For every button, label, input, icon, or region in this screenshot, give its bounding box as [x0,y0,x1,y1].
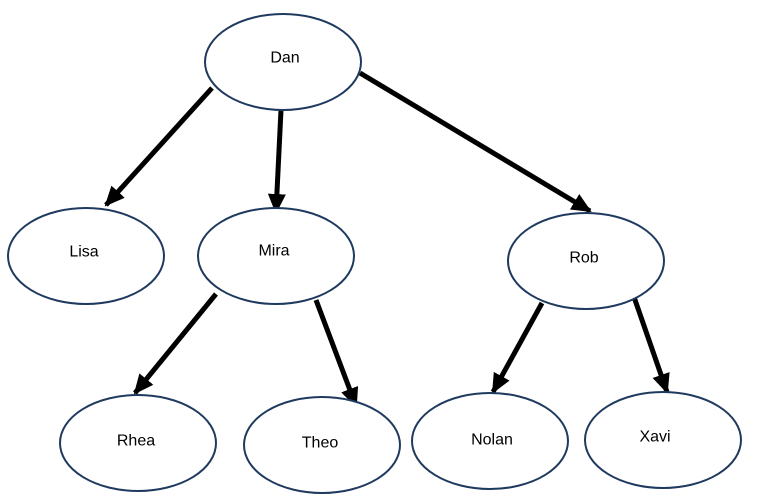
node-rhea: Rhea [59,394,217,492]
node-dan-label: Dan [270,50,299,67]
edge-rob-nolan [490,301,545,394]
edge-mira-theo [313,299,359,408]
node-mira-label: Mira [258,243,289,260]
edge-mira-rhea [133,292,218,395]
node-lisa: Lisa [7,207,165,305]
node-xavi: Xavi [584,391,742,489]
node-rob: Rob [507,212,665,310]
edge-dan-rob [358,70,592,214]
node-nolan-shape [411,392,569,490]
node-rhea-shape [59,394,217,492]
node-lisa-label: Lisa [69,244,98,261]
edge-dan-lisa [104,86,214,207]
node-rob-label: Rob [569,250,598,267]
node-theo: Theo [243,396,401,494]
node-mira: Mira [197,207,355,305]
node-nolan: Nolan [411,392,569,490]
node-xavi-shape [584,391,742,489]
node-mira-shape [197,207,355,305]
edges-group [104,70,670,408]
node-dan-shape [204,13,362,111]
node-xavi-label: Xavi [639,429,670,446]
edge-rob-xavi [631,296,670,394]
node-theo-label: Theo [302,435,339,452]
node-rob-shape [507,212,665,310]
node-nolan-label: Nolan [471,432,513,449]
edge-dan-mira [267,109,286,214]
node-lisa-shape [7,207,165,305]
node-dan: Dan [204,13,362,111]
node-rhea-label: Rhea [117,433,155,450]
node-theo-shape [243,396,401,494]
